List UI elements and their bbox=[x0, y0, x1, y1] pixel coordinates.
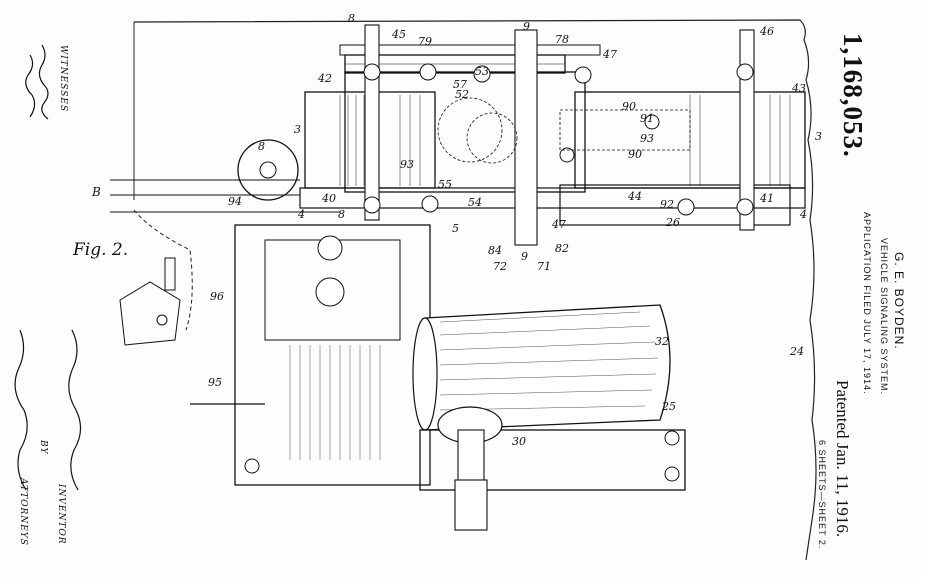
svg-text:93: 93 bbox=[400, 158, 414, 171]
svg-text:90: 90 bbox=[628, 148, 642, 161]
svg-text:8: 8 bbox=[348, 12, 355, 25]
svg-text:93: 93 bbox=[640, 132, 654, 145]
svg-text:82: 82 bbox=[555, 242, 569, 255]
svg-text:55: 55 bbox=[438, 178, 452, 191]
svg-text:96: 96 bbox=[210, 290, 224, 303]
svg-text:57: 57 bbox=[453, 78, 467, 91]
svg-text:8: 8 bbox=[258, 140, 265, 153]
svg-text:4: 4 bbox=[297, 208, 305, 221]
svg-text:84: 84 bbox=[488, 244, 502, 257]
svg-text:40: 40 bbox=[321, 192, 336, 205]
svg-text:92: 92 bbox=[660, 198, 674, 211]
svg-text:90: 90 bbox=[622, 100, 636, 113]
svg-text:79: 79 bbox=[418, 35, 432, 48]
svg-text:9: 9 bbox=[521, 250, 528, 263]
svg-text:3: 3 bbox=[815, 130, 822, 143]
svg-text:72: 72 bbox=[493, 260, 507, 273]
svg-text:46: 46 bbox=[759, 25, 774, 38]
svg-text:45: 45 bbox=[391, 28, 406, 41]
svg-text:41: 41 bbox=[759, 192, 774, 205]
svg-text:25: 25 bbox=[661, 400, 676, 413]
svg-text:3: 3 bbox=[294, 123, 301, 136]
figure-label: Fig. 2. bbox=[73, 240, 129, 260]
svg-text:42: 42 bbox=[317, 72, 332, 85]
svg-text:4: 4 bbox=[799, 208, 807, 221]
svg-text:8: 8 bbox=[338, 208, 345, 221]
svg-text:5: 5 bbox=[452, 222, 459, 235]
svg-text:53: 53 bbox=[475, 65, 489, 78]
svg-text:9: 9 bbox=[523, 20, 530, 33]
svg-text:54: 54 bbox=[468, 196, 482, 209]
svg-text:52: 52 bbox=[455, 88, 469, 101]
svg-text:43: 43 bbox=[791, 82, 806, 95]
svg-text:32: 32 bbox=[655, 335, 669, 348]
svg-text:95: 95 bbox=[208, 376, 222, 389]
svg-text:24: 24 bbox=[789, 345, 804, 358]
svg-text:26: 26 bbox=[665, 216, 680, 229]
svg-text:78: 78 bbox=[555, 33, 569, 46]
svg-text:44: 44 bbox=[627, 190, 642, 203]
svg-text:47: 47 bbox=[551, 218, 566, 231]
svg-text:B: B bbox=[91, 185, 101, 199]
svg-text:71: 71 bbox=[537, 260, 551, 273]
svg-text:47: 47 bbox=[602, 48, 617, 61]
svg-text:91: 91 bbox=[640, 112, 654, 125]
svg-text:94: 94 bbox=[228, 195, 242, 208]
svg-text:30: 30 bbox=[512, 435, 526, 448]
